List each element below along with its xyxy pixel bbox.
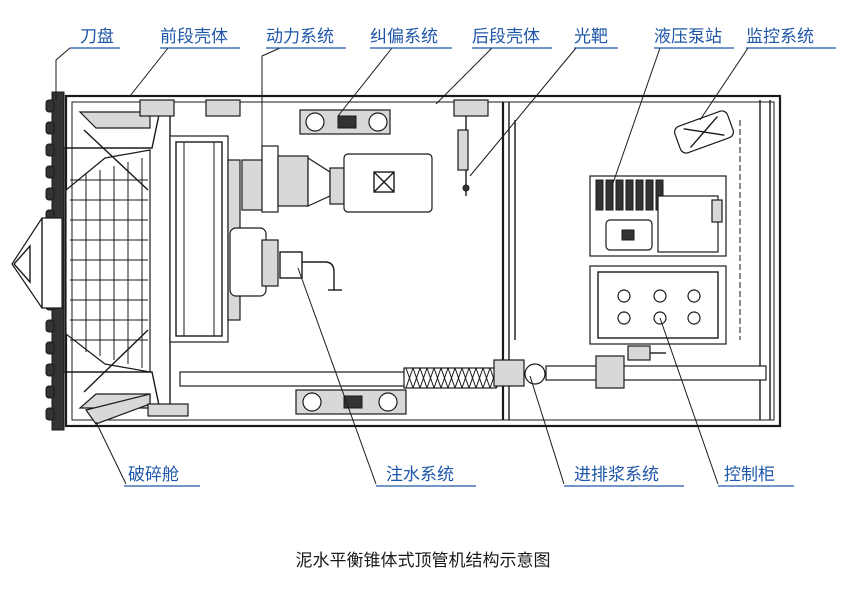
- cutter-tooth: [45, 165, 55, 179]
- label-slurry-system: 进排浆系统: [574, 465, 659, 485]
- cutter-tooth: [45, 121, 55, 135]
- cutter-tooth: [45, 407, 55, 421]
- monitoring-system: [673, 110, 735, 154]
- secondary-motor: [229, 227, 342, 297]
- cutter-head: [11, 91, 65, 431]
- label-rear-shell: 后段壳体: [472, 27, 540, 47]
- label-cutter-head: 刀盘: [80, 27, 114, 47]
- cutter-tooth: [45, 143, 55, 157]
- steering-cylinders-top: [139, 99, 489, 135]
- hydraulic-station: [589, 175, 727, 257]
- top-labels: 刀盘 前段壳体 动力系统 纠偏系统 后段壳体 光靶 液压泵站 监控系统: [70, 27, 836, 49]
- label-hydraulic-station: 液压泵站: [654, 27, 722, 47]
- cutter-tooth: [45, 187, 55, 201]
- cutter-tooth: [45, 385, 55, 399]
- control-cabinet: [589, 265, 727, 345]
- cutter-tooth: [45, 99, 55, 113]
- leader-lines: [55, 47, 749, 485]
- steering-cylinders-bottom: [147, 389, 407, 417]
- bottom-labels: 破碎舱 注水系统 进排浆系统 控制柜: [124, 465, 794, 487]
- label-control-cabinet: 控制柜: [724, 465, 775, 485]
- label-water-injection-system: 注水系统: [386, 465, 454, 485]
- label-power-system: 动力系统: [266, 27, 334, 47]
- light-target: [457, 116, 470, 196]
- diagram-caption: 泥水平衡锥体式顶管机结构示意图: [296, 551, 551, 571]
- label-monitoring-system: 监控系统: [746, 27, 814, 47]
- cutter-tooth: [45, 341, 55, 355]
- power-system: [241, 145, 433, 213]
- label-crushing-chamber: 破碎舱: [128, 465, 179, 485]
- label-front-shell: 前段壳体: [160, 27, 228, 47]
- slurry-pipe: [179, 345, 767, 389]
- crushing-cone: [63, 109, 171, 411]
- cutter-tooth: [45, 319, 55, 333]
- label-steering-system: 纠偏系统: [370, 27, 438, 47]
- nose-cone: [11, 217, 63, 309]
- cutter-tooth: [45, 363, 55, 377]
- label-light-target: 光靶: [574, 27, 608, 47]
